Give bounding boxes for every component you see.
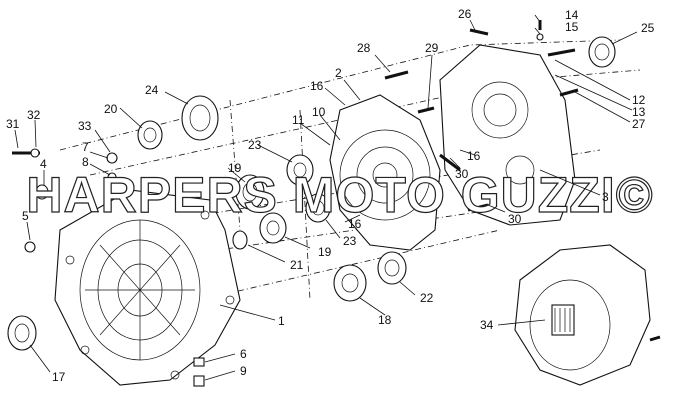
callout-25: 25 bbox=[641, 21, 655, 35]
callout-18: 18 bbox=[378, 313, 392, 327]
inner-plate-part-2 bbox=[329, 94, 441, 251]
bearing-part-19b bbox=[259, 212, 287, 244]
watermark-text: HARPERS MOTO GUZZI© bbox=[26, 167, 653, 223]
callout-7: 7 bbox=[82, 140, 89, 154]
callout-28: 28 bbox=[357, 41, 371, 55]
callout-1: 1 bbox=[278, 314, 285, 328]
callout-16-a: 16 bbox=[310, 79, 324, 93]
callout-3: 3 bbox=[602, 190, 609, 204]
leader-lines bbox=[14, 14, 638, 381]
callout-29: 29 bbox=[425, 41, 439, 55]
callout-16-b: 16 bbox=[467, 149, 481, 163]
callout-9: 9 bbox=[240, 364, 247, 378]
seal-part-25 bbox=[588, 36, 616, 68]
callout-6: 6 bbox=[240, 347, 247, 361]
bearing-part-18 bbox=[333, 264, 367, 302]
callout-20: 20 bbox=[104, 102, 118, 116]
callout-12: 12 bbox=[632, 93, 646, 107]
callout-31: 31 bbox=[6, 117, 20, 131]
bearing-part-20 bbox=[137, 120, 163, 150]
assembled-gearbox-part-34 bbox=[514, 244, 651, 386]
callout-23-a: 23 bbox=[248, 138, 262, 152]
callout-34: 34 bbox=[480, 318, 494, 332]
bearings bbox=[7, 36, 616, 351]
callout-33: 33 bbox=[78, 119, 92, 133]
callout-19-b: 19 bbox=[318, 245, 332, 259]
callout-labels: 1 2 3 4 5 6 7 8 9 10 11 12 13 14 15 16 1… bbox=[6, 7, 655, 384]
callout-27: 27 bbox=[632, 117, 646, 131]
bearing-part-24 bbox=[181, 95, 219, 141]
callout-22: 22 bbox=[420, 291, 434, 305]
callout-4: 4 bbox=[40, 157, 47, 171]
callout-11: 11 bbox=[292, 113, 305, 127]
callout-5: 5 bbox=[22, 209, 29, 223]
callout-13: 13 bbox=[632, 105, 646, 119]
callout-19-a: 19 bbox=[228, 161, 242, 175]
callout-2: 2 bbox=[335, 66, 342, 80]
callout-32: 32 bbox=[27, 108, 41, 122]
fasteners bbox=[12, 20, 661, 387]
callout-10: 10 bbox=[312, 105, 326, 119]
callout-14: 14 bbox=[565, 8, 579, 22]
bearing-part-22 bbox=[377, 251, 407, 285]
callout-30-a: 30 bbox=[455, 167, 469, 181]
bearing-part-19a bbox=[235, 174, 265, 210]
seal-part-4 bbox=[35, 184, 49, 200]
callout-17: 17 bbox=[52, 370, 66, 384]
seal-part-17 bbox=[7, 315, 37, 351]
bearing-part-23b bbox=[305, 193, 331, 223]
seal-part-21 bbox=[232, 230, 248, 250]
cover-part-3 bbox=[439, 44, 576, 226]
gearbox-housing-part-1 bbox=[54, 189, 241, 386]
bearing-part-23a bbox=[286, 154, 314, 186]
callout-21: 21 bbox=[290, 258, 304, 272]
callout-8: 8 bbox=[82, 155, 89, 169]
callout-30-b: 30 bbox=[508, 212, 522, 226]
callout-26: 26 bbox=[458, 7, 472, 21]
callout-23-b: 23 bbox=[343, 234, 357, 248]
callout-16-c: 16 bbox=[348, 217, 362, 231]
callout-15: 15 bbox=[565, 20, 579, 34]
callout-24: 24 bbox=[145, 83, 159, 97]
